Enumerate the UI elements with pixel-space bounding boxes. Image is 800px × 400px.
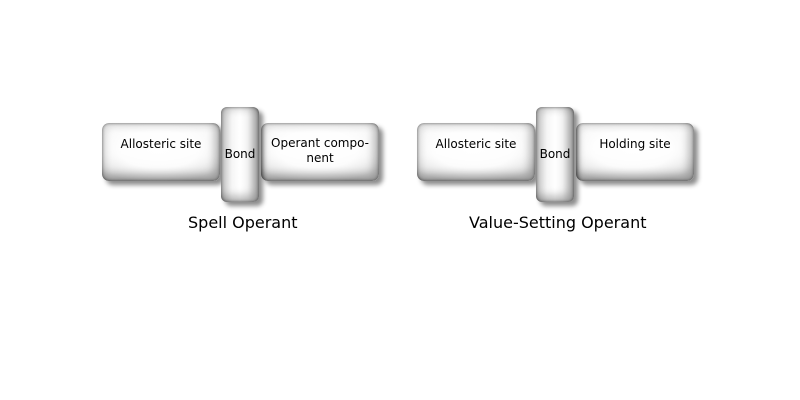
value-setting-operant-caption: Value-Setting Operant	[469, 213, 647, 232]
holding-site-label: Holding site	[599, 137, 671, 151]
bond-label: Bond	[539, 147, 571, 161]
operant-component-block: Operant compo- nent	[261, 123, 379, 181]
allosteric-site-label: Allosteric site	[120, 137, 202, 151]
operant-component-label: Operant compo- nent	[261, 136, 379, 166]
operant-component-label-line-1: Operant compo-	[271, 136, 369, 150]
bond-block: Bond	[536, 107, 574, 202]
spell-operant-caption: Spell Operant	[188, 213, 298, 232]
spell-operant-diagram: Allosteric site Bond Operant compo- nent…	[100, 0, 400, 240]
operant-component-label-line-2: nent	[306, 151, 334, 165]
allosteric-site-block: Allosteric site	[417, 123, 535, 181]
value-setting-operant-diagram: Allosteric site Bond Holding site Value-…	[415, 0, 715, 240]
bond-label: Bond	[224, 147, 256, 161]
allosteric-site-label: Allosteric site	[435, 137, 517, 151]
bond-block: Bond	[221, 107, 259, 202]
holding-site-block: Holding site	[576, 123, 694, 181]
allosteric-site-block: Allosteric site	[102, 123, 220, 181]
